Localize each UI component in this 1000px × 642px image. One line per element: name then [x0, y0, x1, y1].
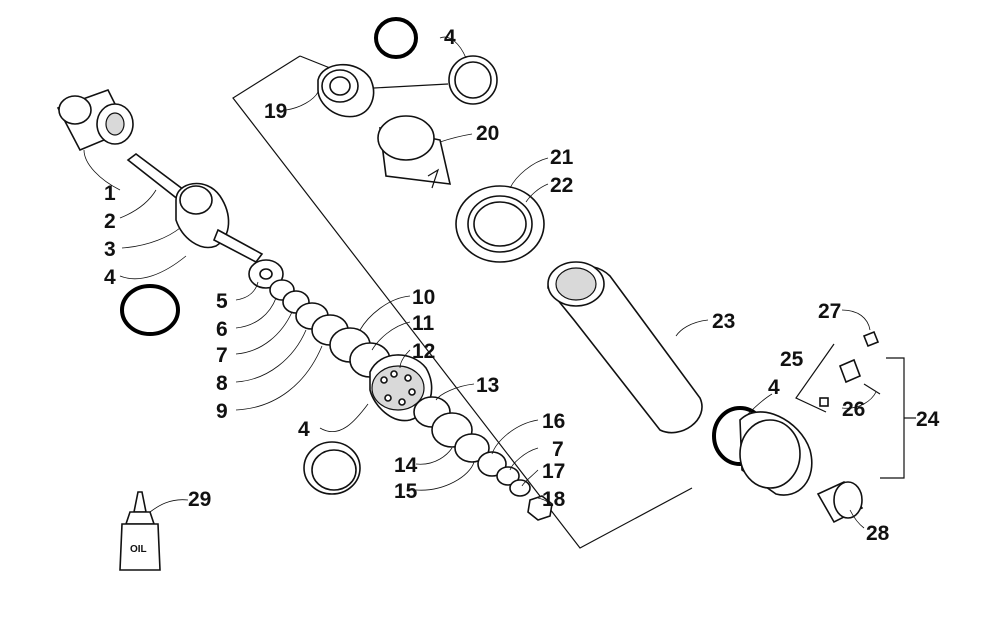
callout-2: 2 — [104, 210, 116, 233]
callout-8: 8 — [216, 372, 228, 395]
callout-7: 7 — [216, 344, 228, 367]
callout-9: 9 — [216, 400, 228, 423]
callout-4-left: 4 — [104, 266, 116, 289]
bracket-25 — [795, 343, 835, 413]
callout-25: 25 — [780, 348, 804, 371]
part-4-guide-ring-lower — [303, 441, 361, 495]
callout-1: 1 — [104, 182, 116, 205]
valve-stack-13-18 — [413, 396, 553, 521]
part-2-3-shaft-eyelet — [126, 153, 264, 264]
callout-4-top: 4 — [444, 26, 456, 49]
part-20-sleeve — [377, 115, 452, 189]
part-4-oring-top — [374, 17, 418, 59]
callout-5: 5 — [216, 290, 228, 313]
part-1-bushing — [56, 89, 134, 152]
callout-10: 10 — [412, 286, 435, 309]
part-28-bushing — [816, 480, 864, 524]
assembly-group-outline-top — [299, 55, 331, 69]
callout-26: 26 — [842, 398, 865, 421]
callout-19: 19 — [264, 100, 287, 123]
callout-3: 3 — [104, 238, 116, 261]
callout-28: 28 — [866, 522, 890, 545]
callout-12: 12 — [412, 340, 435, 363]
callout-21: 21 — [550, 146, 574, 169]
callout-15: 15 — [394, 480, 418, 503]
callout-22: 22 — [550, 174, 573, 197]
callout-4-right: 4 — [768, 376, 780, 399]
callout-27: 27 — [818, 300, 841, 323]
callout-6: 6 — [216, 318, 228, 341]
part-21-22-spring-collar — [455, 185, 545, 263]
part-4-oring-left — [120, 284, 180, 336]
part-29-oil-bottle: OIL — [119, 491, 161, 571]
part-19-seal-head — [317, 63, 375, 118]
bracket-24 — [880, 357, 905, 479]
callout-11: 11 — [412, 312, 435, 335]
leader-19-to-4 — [373, 83, 449, 89]
callout-29: 29 — [188, 488, 211, 511]
part-23-shock-body — [547, 261, 703, 434]
callout-24: 24 — [916, 408, 940, 431]
callout-16: 16 — [542, 410, 565, 433]
callout-23: 23 — [712, 310, 735, 333]
callout-13: 13 — [476, 374, 499, 397]
callout-4-lower: 4 — [298, 418, 310, 441]
leader-lines — [83, 36, 877, 529]
washer-stack-5-9 — [248, 259, 391, 378]
callout-20: 20 — [476, 122, 499, 145]
callout-7-b: 7 — [552, 438, 564, 461]
callout-14: 14 — [394, 454, 418, 477]
callout-labels: 1 2 3 4 5 6 7 8 9 10 11 12 13 14 15 16 7… — [104, 26, 940, 545]
callout-18: 18 — [542, 488, 566, 511]
part-4-ring-top — [448, 55, 498, 105]
oil-bottle-label: OIL — [130, 544, 147, 555]
part-24-end-cap — [739, 411, 813, 496]
parts-25-26-27-valve-bits — [819, 330, 881, 407]
callout-17: 17 — [542, 460, 565, 483]
